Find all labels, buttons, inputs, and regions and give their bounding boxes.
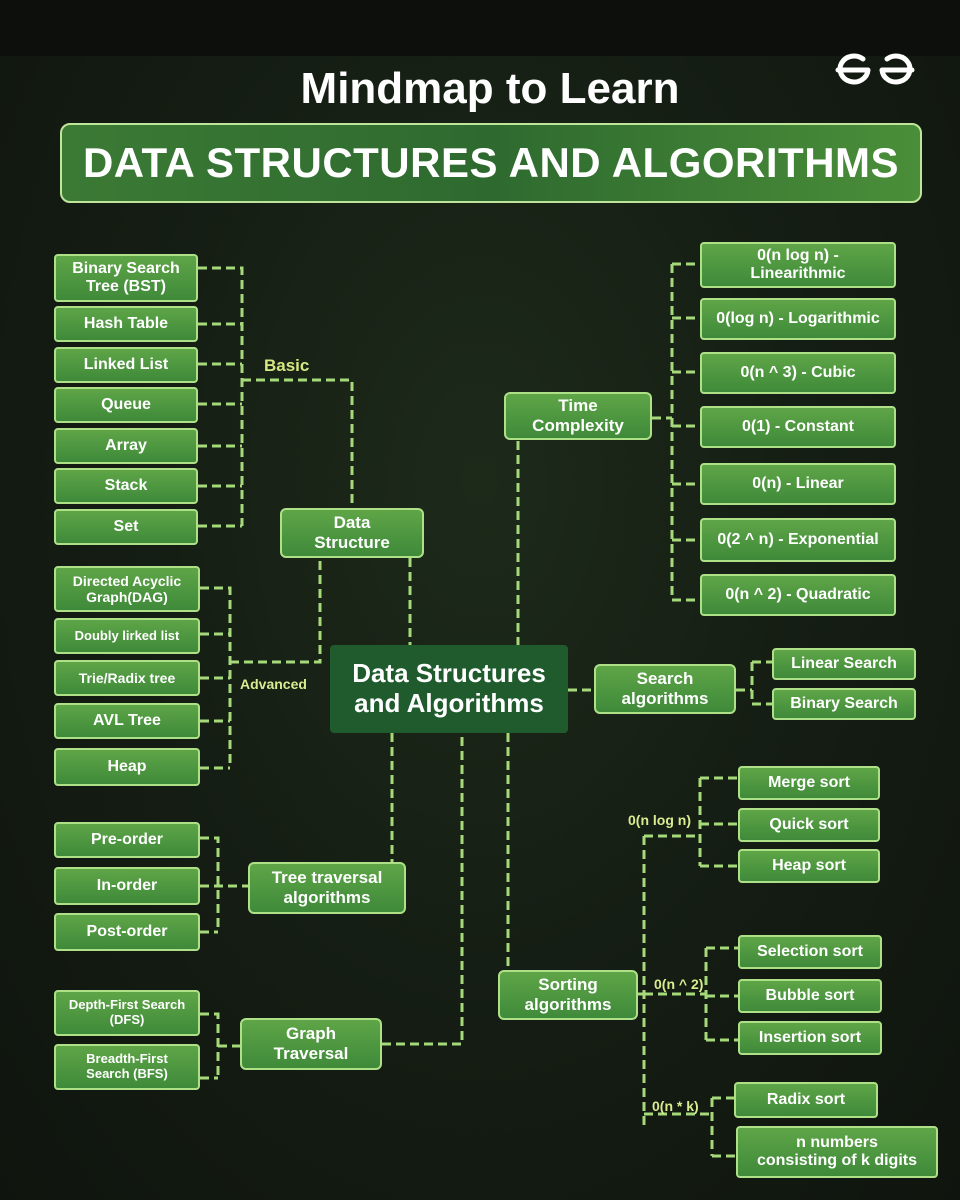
node-exponential: 0(2 ^ n) - Exponential [700, 518, 896, 562]
node-tree-traversal: Tree traversal algorithms [248, 862, 406, 914]
node-cubic: 0(n ^ 3) - Cubic [700, 352, 896, 394]
sorting-group-nk-label: 0(n * k) [652, 1098, 699, 1114]
node-stack: Stack [54, 468, 198, 504]
node-merge-sort: Merge sort [738, 766, 880, 800]
node-pre-order: Pre-order [54, 822, 200, 858]
node-binary-search-tree: Binary Search Tree (BST) [54, 254, 198, 302]
node-search-algorithms: Search algorithms [594, 664, 736, 714]
node-doubly-linked-list: Doubly lirked list [54, 618, 200, 654]
node-graph-traversal: Graph Traversal [240, 1018, 382, 1070]
node-linear: 0(n) - Linear [700, 463, 896, 505]
node-trie-radix-tree: Trie/Radix tree [54, 660, 200, 696]
node-linearithmic: 0(n log n) - Linearithmic [700, 242, 896, 288]
node-post-order: Post-order [54, 913, 200, 951]
basic-label: Basic [264, 356, 310, 375]
node-array: Array [54, 428, 198, 464]
node-logarithmic: 0(log n) - Logarithmic [700, 298, 896, 340]
node-heap-sort: Heap sort [738, 849, 880, 883]
node-bubble-sort: Bubble sort [738, 979, 882, 1013]
page-title: Mindmap to Learn [300, 64, 680, 113]
node-center-dsa: Data Structures and Algorithms [330, 645, 568, 733]
node-heap: Heap [54, 748, 200, 786]
node-sorting-algorithms: Sorting algorithms [498, 970, 638, 1020]
node-bfs: Breadth-First Search (BFS) [54, 1044, 200, 1090]
node-in-order: In-order [54, 867, 200, 905]
node-avl-tree: AVL Tree [54, 703, 200, 739]
node-hash-table: Hash Table [54, 306, 198, 342]
node-queue: Queue [54, 387, 198, 423]
node-quick-sort: Quick sort [738, 808, 880, 842]
title-banner: DATA STRUCTURES AND ALGORITHMS [60, 123, 922, 203]
node-quadratic: 0(n ^ 2) - Quadratic [700, 574, 896, 616]
node-linear-search: Linear Search [772, 648, 916, 680]
top-bar [0, 0, 960, 56]
node-linked-list: Linked List [54, 347, 198, 383]
node-directed-acyclic-graph: Directed Acyclic Graph(DAG) [54, 566, 200, 612]
node-radix-sort: Radix sort [734, 1082, 878, 1118]
node-time-complexity: Time Complexity [504, 392, 652, 440]
node-selection-sort: Selection sort [738, 935, 882, 969]
sorting-group-nlogn-label: 0(n log n) [628, 812, 691, 828]
advanced-label: Advanced [240, 676, 307, 692]
node-data-structure: Data Structure [280, 508, 424, 558]
node-binary-search: Binary Search [772, 688, 916, 720]
sorting-group-n2-label: 0(n ^ 2) [654, 976, 704, 992]
geeksforgeeks-logo-icon [835, 53, 915, 85]
node-constant: 0(1) - Constant [700, 406, 896, 448]
node-insertion-sort: Insertion sort [738, 1021, 882, 1055]
node-radix-note: n numbers consisting of k digits [736, 1126, 938, 1178]
node-dfs: Depth-First Search (DFS) [54, 990, 200, 1036]
node-set: Set [54, 509, 198, 545]
